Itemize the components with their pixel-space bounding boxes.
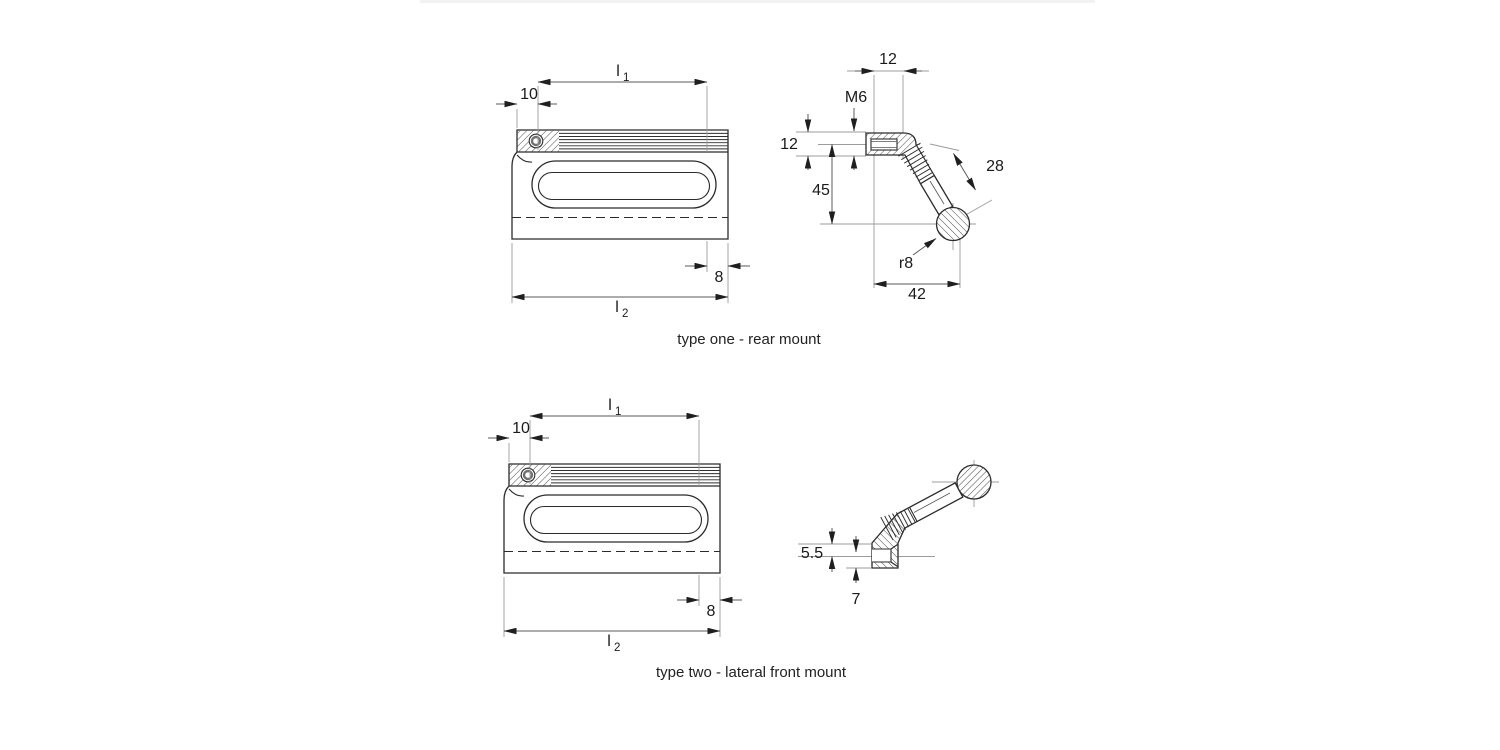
front-view-type-one	[496, 82, 750, 303]
dim-l1-label: l	[616, 63, 620, 80]
side-view-type-one: 12 M6 12 45 28 r8 42	[780, 51, 1004, 303]
side-view-type-two: 5.5 7	[798, 460, 999, 608]
dim-width12-label: 12	[879, 51, 897, 68]
dim-l2-label: l	[607, 633, 611, 650]
page-top-edge	[420, 0, 1095, 3]
dim-l2-subscript: 2	[614, 642, 620, 654]
figure-type-one: l 1 10 8 l 2	[496, 51, 1004, 348]
dim-55-label: 5.5	[801, 545, 823, 562]
caption-type-two: type two - lateral front mount	[656, 664, 847, 681]
dim-r8-label: r8	[899, 255, 913, 272]
dim-height12-label: 12	[780, 136, 798, 153]
dim-28-label: 28	[986, 158, 1004, 175]
dim-8-label: 8	[715, 269, 724, 286]
front-view-type-two	[488, 416, 742, 637]
figure-type-two: l 1 10 8 l 2	[488, 397, 999, 681]
caption-type-one: type one - rear mount	[677, 331, 821, 348]
dim-45-label: 45	[812, 182, 830, 199]
dim-l1-subscript: 1	[623, 72, 629, 84]
dim-10-label: 10	[512, 420, 530, 437]
dim-l2-subscript: 2	[622, 308, 628, 320]
dim-l1-subscript: 1	[615, 406, 621, 418]
dim-10-label: 10	[520, 86, 538, 103]
dim-8-label: 8	[707, 603, 716, 620]
knurl-ribs	[880, 508, 916, 541]
dim-l1-label: l	[608, 397, 612, 414]
dim-thread-label: M6	[845, 89, 867, 106]
dim-42-label: 42	[908, 286, 926, 303]
dim-l2-label: l	[615, 299, 619, 316]
dim-7-label: 7	[852, 591, 861, 608]
